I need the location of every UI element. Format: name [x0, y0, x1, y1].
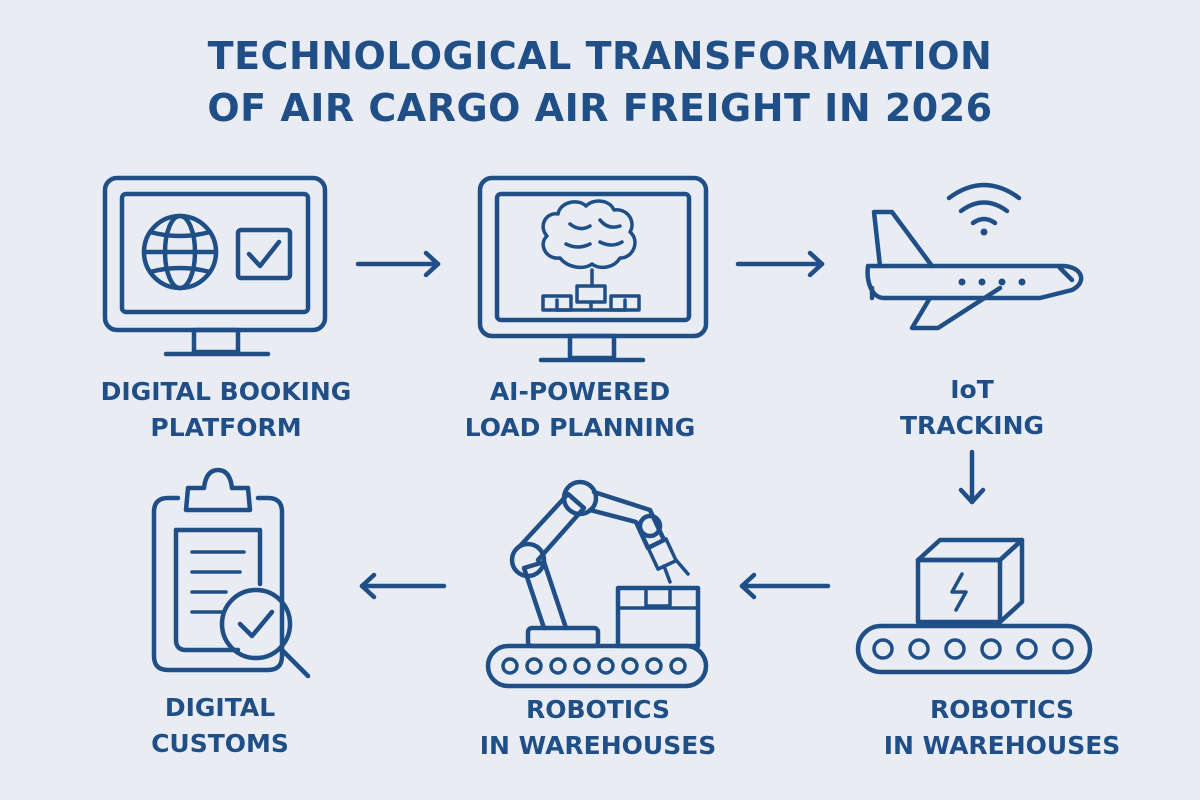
box-conveyor-icon	[855, 537, 1093, 675]
monitor-brain-icon	[477, 175, 709, 363]
step-label-iot-tracking: IoT TRACKING	[899, 375, 1045, 440]
arrow-down-icon	[958, 449, 986, 505]
airplane-wifi-icon	[865, 182, 1084, 331]
step-label-digital-booking: DIGITAL BOOKING PLATFORM	[100, 377, 352, 442]
arrow-right-icon	[355, 250, 441, 278]
arrow-left-icon	[359, 572, 447, 600]
step-label-robotics-center: ROBOTICS IN WAREHOUSES	[479, 695, 717, 760]
step-label-robotics-right: ROBOTICS IN WAREHOUSES	[883, 695, 1121, 760]
step-label-digital-customs: DIGITAL CUSTOMS	[151, 693, 289, 758]
step-label-ai-load-planning: AI-POWERED LOAD PLANNING	[464, 377, 696, 442]
title-line-2: OF AIR CARGO AIR FREIGHT IN 2026	[207, 86, 993, 130]
arrow-right-icon	[735, 250, 825, 278]
arrow-left-icon	[739, 572, 831, 600]
title-line-1: TECHNOLOGICAL TRANSFORMATION	[207, 34, 993, 78]
robot-arm-conveyor-icon	[485, 479, 709, 689]
clipboard-magnifier-icon	[151, 467, 311, 679]
page-title: TECHNOLOGICAL TRANSFORMATION OF AIR CARG…	[0, 30, 1200, 134]
monitor-globe-checkbox-icon	[102, 175, 328, 357]
